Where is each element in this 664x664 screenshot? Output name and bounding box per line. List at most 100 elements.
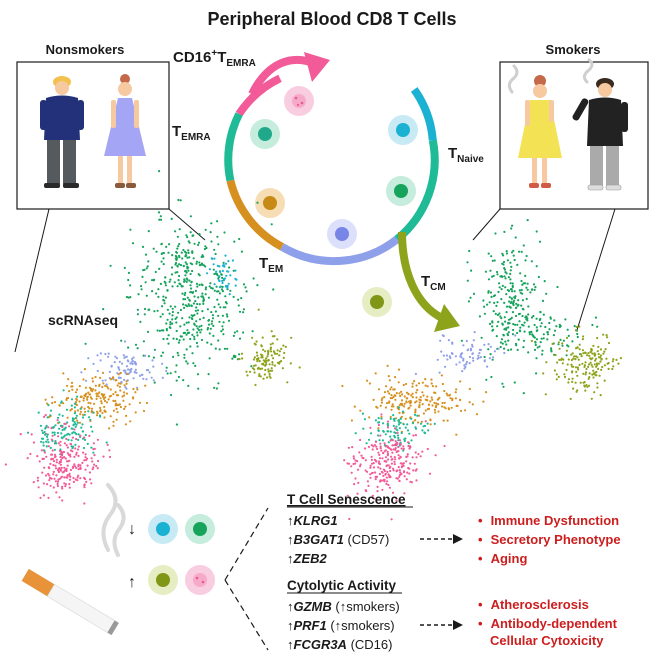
umap-cell-dot	[515, 306, 518, 309]
umap-cell-dot	[535, 317, 538, 320]
umap-cell-dot	[441, 382, 444, 386]
umap-cell-dot	[384, 456, 387, 459]
umap-cell-dot	[46, 402, 49, 405]
umap-cell-dot	[265, 357, 268, 360]
umap-cell-dot	[68, 390, 71, 393]
umap-cell-dot	[175, 364, 178, 367]
umap-cell-dot	[280, 347, 283, 350]
umap-cell-dot	[39, 496, 42, 499]
cell-em-blue	[327, 219, 357, 249]
umap-cell-dot	[231, 357, 234, 360]
umap-cell-dot	[268, 375, 271, 378]
umap-cell-dot	[418, 401, 421, 404]
umap-cell-dot	[199, 331, 202, 334]
umap-cell-dot	[403, 475, 406, 478]
umap-cell-dot	[84, 468, 87, 471]
umap-cell-dot	[411, 396, 414, 399]
umap-cell-dot	[187, 249, 190, 252]
umap-cell-dot	[385, 460, 388, 463]
umap-cell-dot	[104, 352, 107, 356]
umap-cell-dot	[576, 374, 579, 377]
umap-cell-dot	[68, 486, 71, 489]
umap-cell-dot	[108, 455, 112, 459]
umap-cell-dot	[507, 339, 510, 342]
umap-cell-dot	[177, 341, 180, 344]
umap-cell-dot	[374, 459, 377, 462]
umap-cell-dot	[237, 298, 240, 301]
umap-cell-dot	[182, 264, 185, 268]
umap-cell-dot	[597, 367, 600, 370]
umap-cell-dot	[59, 440, 62, 443]
label-tem: TEM	[259, 255, 283, 275]
umap-cell-dot	[130, 367, 133, 371]
umap-cell-dot	[354, 462, 357, 465]
umap-cell-dot	[175, 423, 178, 426]
umap-cell-dot	[560, 358, 563, 361]
umap-cell-dot	[217, 290, 220, 293]
down-arrow-icon: ↓	[128, 521, 136, 538]
umap-cell-dot	[394, 376, 397, 379]
umap-cell-dot	[144, 281, 147, 284]
umap-cell-dot	[408, 472, 411, 475]
umap-cell-dot	[596, 382, 599, 385]
umap-cell-dot	[574, 347, 578, 350]
umap-cell-dot	[51, 431, 54, 434]
umap-cell-dot	[83, 368, 86, 371]
umap-cell-dot	[223, 265, 226, 268]
label-tnaive: TNaive	[448, 145, 484, 165]
umap-cell-dot	[574, 381, 577, 384]
nonsmokers-panel: Nonsmokers	[14, 42, 206, 353]
umap-cell-dot	[599, 356, 602, 359]
umap-cell-dot	[218, 286, 222, 289]
umap-cell-dot	[493, 350, 496, 353]
umap-cell-dot	[421, 391, 424, 394]
umap-cell-dot	[403, 395, 406, 398]
umap-cell-dot	[212, 334, 215, 337]
umap-cell-dot	[356, 492, 359, 495]
umap-cell-dot	[90, 411, 93, 414]
umap-cell-dot	[57, 469, 60, 472]
umap-cell-dot	[127, 346, 130, 349]
umap-cell-dot	[369, 473, 372, 476]
umap-cell-dot	[517, 313, 521, 316]
umap-cell-dot	[60, 476, 63, 479]
umap-cell-dot	[394, 442, 397, 446]
umap-cell-dot	[443, 389, 446, 393]
umap-cell-dot	[531, 288, 534, 291]
umap-cell-dot	[592, 376, 595, 379]
umap-cell-dot	[143, 307, 147, 311]
umap-cell-dot	[397, 439, 400, 442]
umap-cell-dot	[496, 325, 499, 328]
umap-cell-dot	[74, 410, 77, 413]
umap-cell-dot	[553, 369, 557, 372]
umap-cell-dot	[582, 352, 585, 355]
umap-cell-dot	[147, 260, 150, 263]
umap-cell-dot	[409, 446, 412, 449]
umap-cell-dot	[554, 353, 557, 357]
umap-cell-dot	[91, 468, 94, 471]
umap-cell-dot	[242, 331, 245, 334]
umap-cell-dot	[508, 322, 511, 325]
umap-cell-dot	[220, 273, 223, 276]
umap-cell-dot	[422, 425, 425, 428]
umap-cell-dot	[576, 366, 580, 369]
umap-cell-dot	[190, 281, 193, 284]
umap-cell-dot	[221, 290, 224, 293]
umap-cell-dot	[43, 451, 47, 454]
umap-cell-dot	[393, 417, 396, 420]
umap-cell-dot	[187, 266, 190, 269]
umap-cell-dot	[132, 356, 135, 359]
umap-cell-dot	[138, 401, 142, 404]
umap-cell-dot	[506, 332, 509, 336]
umap-cell-dot	[488, 357, 491, 360]
cycle-arc-cm	[394, 139, 439, 243]
umap-cell-dot	[146, 265, 149, 268]
smoker-man-icon	[572, 78, 628, 191]
umap-cell-dot	[447, 407, 450, 410]
umap-cell-dot	[485, 378, 488, 381]
umap-cell-dot	[92, 411, 95, 414]
umap-cell-dot	[175, 329, 178, 333]
umap-cell-dot	[244, 286, 247, 289]
umap-cell-dot	[380, 417, 383, 420]
umap-cell-dot	[91, 377, 94, 380]
